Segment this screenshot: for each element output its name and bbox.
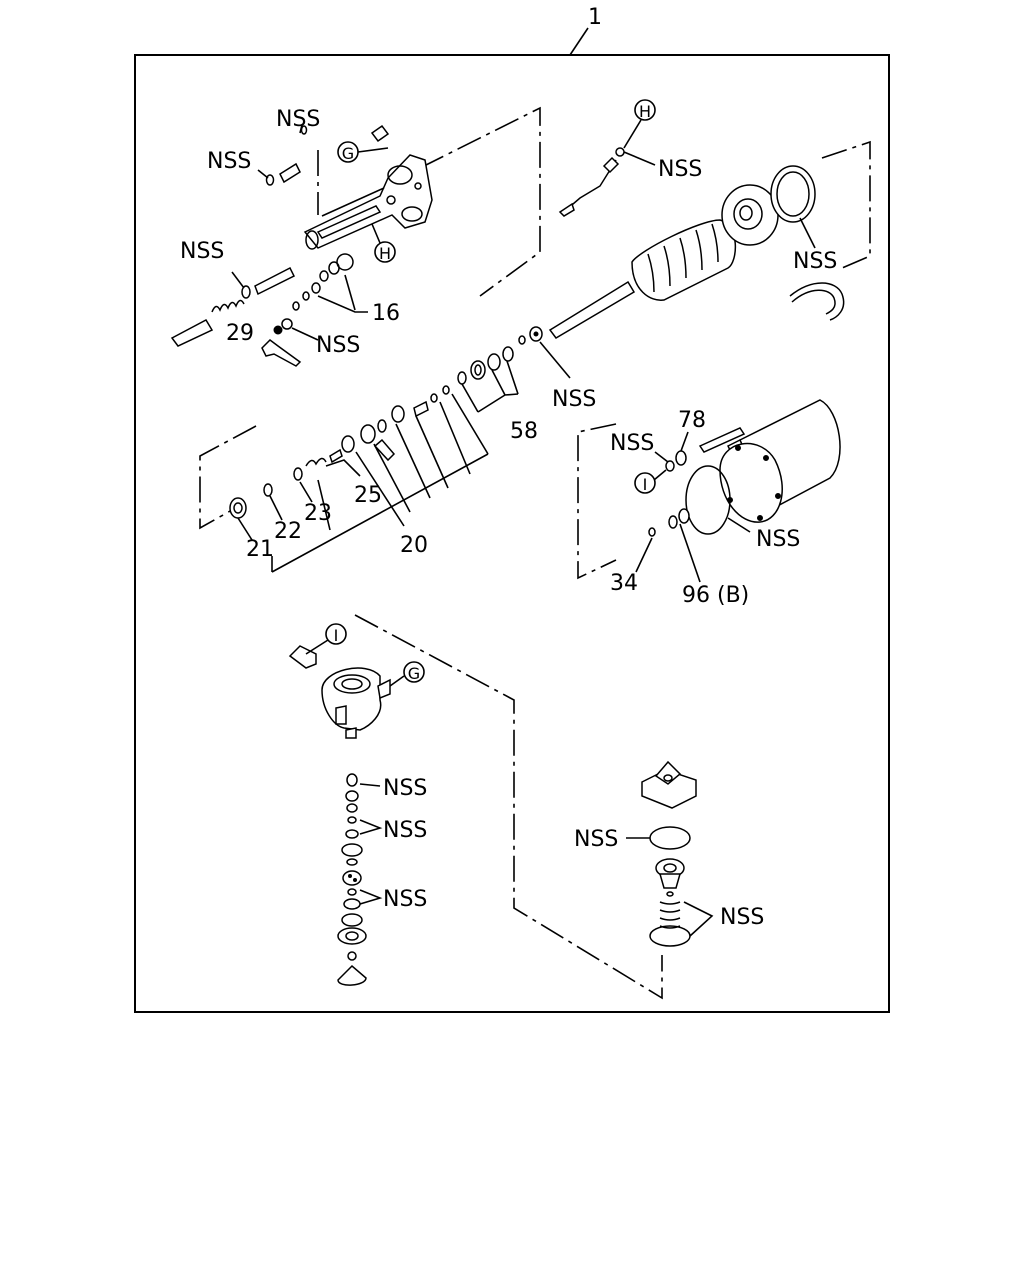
label-nss-3: NSS [180, 239, 224, 264]
label-nss-10: NSS [383, 776, 427, 801]
relay-valve-group [626, 760, 714, 947]
label-78: 78 [678, 408, 706, 433]
label-nss-1: NSS [276, 107, 320, 132]
label-58: 58 [510, 419, 538, 444]
label-34: 34 [610, 571, 638, 596]
label-nss-5: NSS [658, 157, 702, 182]
label-assembly-1: 1 [588, 5, 602, 30]
svg-text:G: G [342, 144, 354, 163]
ref-i-bottom: I [325, 623, 347, 645]
label-20: 20 [400, 533, 428, 558]
label-nss-11: NSS [383, 818, 427, 843]
cylinder-group [577, 282, 845, 583]
label-nss-9: NSS [756, 527, 800, 552]
ref-h-top: H [623, 99, 656, 149]
ref-g-bottom: G [403, 661, 425, 683]
svg-text:I: I [334, 626, 339, 645]
label-96b: 96 (B) [682, 583, 749, 608]
assembly-frame [134, 54, 890, 1013]
spool-parts-row [199, 346, 519, 573]
label-21: 21 [246, 537, 274, 562]
svg-text:G: G [408, 664, 420, 683]
label-nss-13: NSS [574, 827, 618, 852]
valve-stack-group [288, 614, 663, 1000]
piston-group [518, 140, 871, 379]
label-25: 25 [354, 483, 382, 508]
leader-assembly [569, 27, 589, 56]
label-nss-4: NSS [316, 333, 360, 358]
svg-text:H: H [379, 244, 391, 263]
ref-h-housing: H [371, 223, 396, 263]
label-nss-14: NSS [720, 905, 764, 930]
valve-housing-group [170, 106, 541, 367]
ref-i-cylinder: I [634, 472, 656, 494]
svg-text:I: I [643, 475, 648, 494]
label-23: 23 [304, 501, 332, 526]
label-29: 29 [226, 321, 254, 346]
label-nss-8: NSS [610, 431, 654, 456]
ref-g-top: G [337, 141, 389, 163]
label-22: 22 [274, 519, 302, 544]
label-nss-12: NSS [383, 887, 427, 912]
label-nss-6: NSS [793, 249, 837, 274]
label-nss-2: NSS [207, 149, 251, 174]
label-nss-7: NSS [552, 387, 596, 412]
svg-text:H: H [639, 102, 651, 121]
label-16: 16 [372, 301, 400, 326]
